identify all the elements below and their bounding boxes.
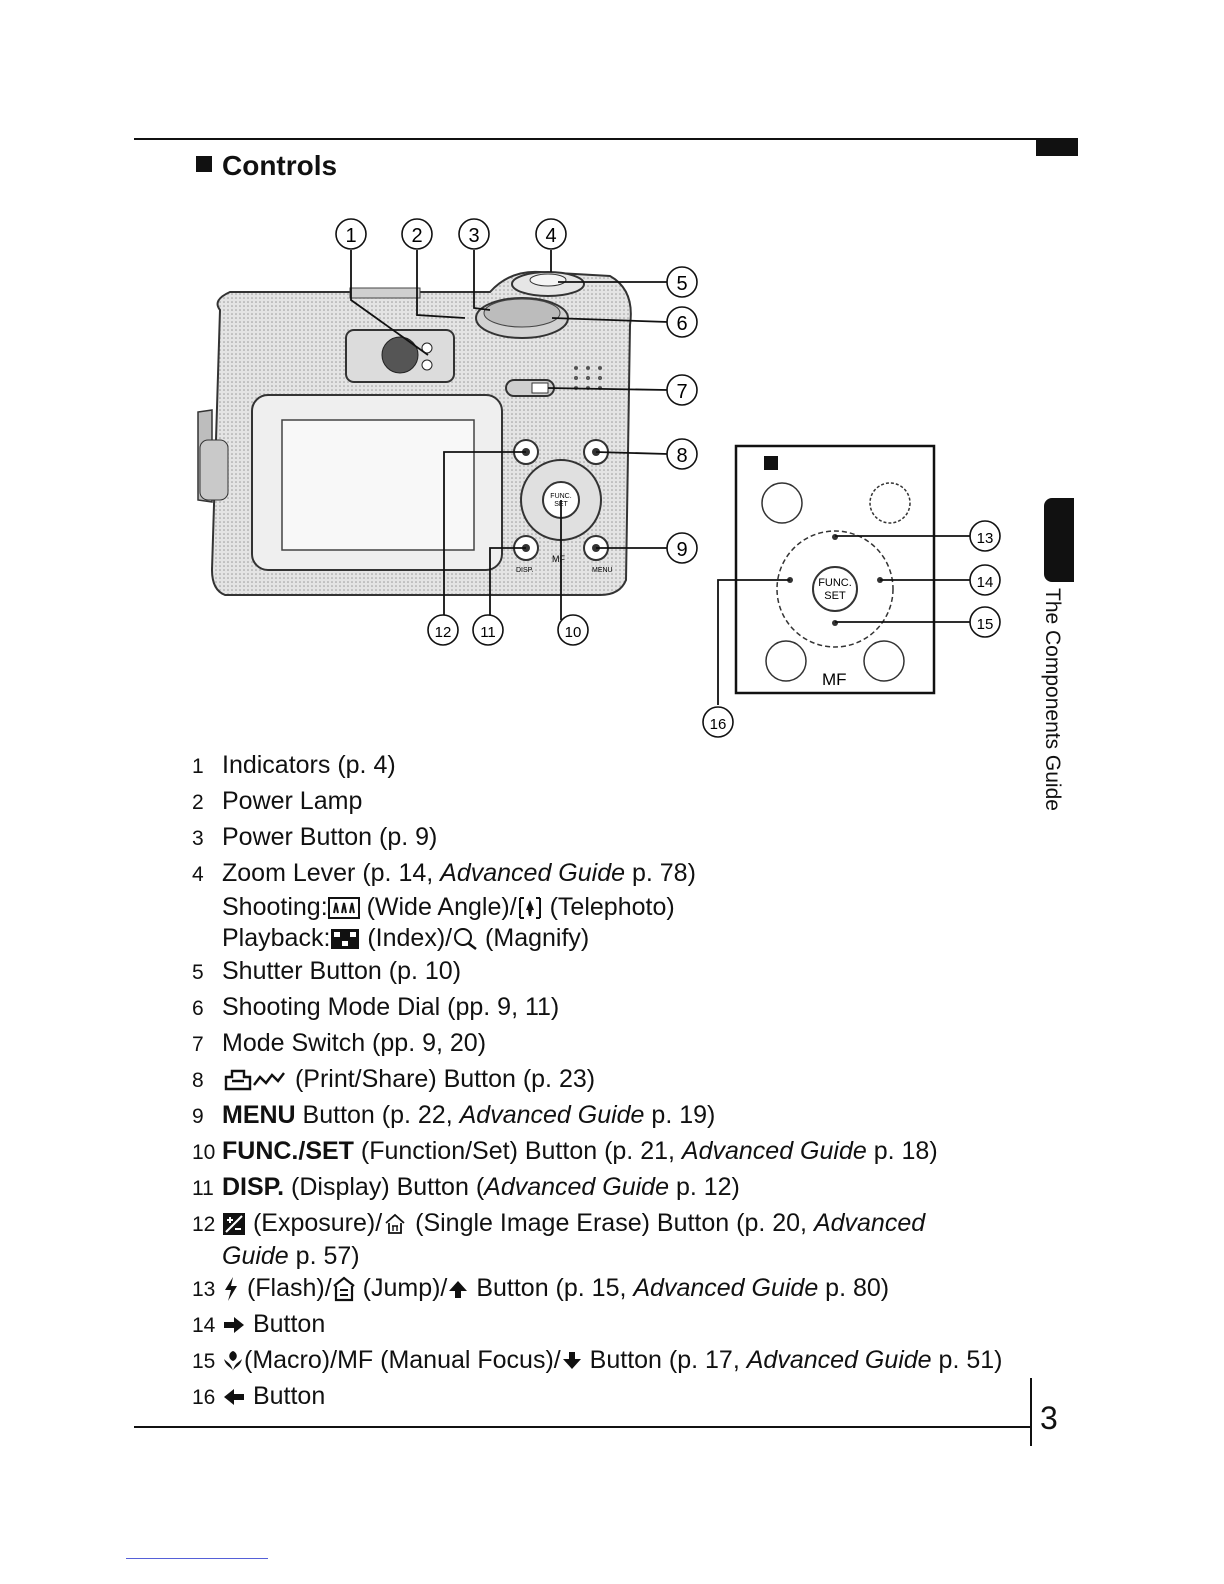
svg-text:MENU: MENU xyxy=(592,567,613,574)
callout-16: 16 xyxy=(702,706,734,738)
erase-icon xyxy=(385,1214,405,1235)
page-number-divider xyxy=(1030,1378,1032,1446)
up-arrow-icon xyxy=(449,1281,468,1299)
svg-text:10: 10 xyxy=(565,624,582,641)
svg-text:3: 3 xyxy=(468,225,479,247)
svg-text:15: 15 xyxy=(977,616,994,633)
svg-text:4: 4 xyxy=(545,225,556,247)
callout-9: 9 xyxy=(666,532,698,564)
svg-text:8: 8 xyxy=(676,445,687,467)
svg-text:6: 6 xyxy=(676,313,687,335)
print-share-icon xyxy=(224,1070,285,1091)
index-icon xyxy=(331,929,360,950)
callout-14: 14 xyxy=(969,564,1001,596)
controller-inset: FUNC. SET MF xyxy=(734,444,936,695)
exposure-icon xyxy=(223,1213,245,1236)
svg-text:9: 9 xyxy=(676,539,687,561)
right-arrow-icon xyxy=(224,1317,244,1334)
callout-4: 4 xyxy=(535,218,567,250)
link-underline[interactable] xyxy=(126,1558,268,1559)
svg-text:2: 2 xyxy=(411,225,422,247)
svg-text:13: 13 xyxy=(977,530,994,547)
top-rule xyxy=(134,138,1078,140)
list-item: 15(Macro)/MF (Manual Focus)/ Button (p. … xyxy=(192,1346,1003,1374)
left-arrow-icon xyxy=(224,1389,244,1406)
callout-10: 10 xyxy=(557,614,589,646)
magnify-icon xyxy=(454,928,477,951)
svg-text:FUNC.: FUNC. xyxy=(818,577,852,589)
svg-text:12: 12 xyxy=(435,624,452,641)
page-number: 3 xyxy=(1040,1400,1058,1436)
page-heading: Controls xyxy=(196,150,337,182)
bottom-rule xyxy=(134,1426,1032,1428)
list-item: 14 Button xyxy=(192,1310,326,1338)
svg-text:FUNC.: FUNC. xyxy=(550,493,571,500)
svg-text:14: 14 xyxy=(977,574,994,591)
wide-angle-icon xyxy=(327,897,360,920)
callout-3: 3 xyxy=(458,218,490,250)
jump-icon xyxy=(333,1276,355,1302)
side-tab-marker xyxy=(1044,498,1074,582)
callout-markers: 1 2 3 4 5 6 7 8 9 10 11 12 13 14 15 16 xyxy=(335,218,1001,738)
callout-8: 8 xyxy=(666,438,698,470)
svg-text:SET: SET xyxy=(824,590,846,602)
square-bullet-icon xyxy=(196,156,212,172)
list-item: 16 Button xyxy=(192,1382,326,1410)
list-item: 8 (Print/Share) Button (p. 23) xyxy=(192,1065,596,1093)
callout-13: 13 xyxy=(969,520,1001,552)
list-item: 12 (Exposure)/ (Single Image Erase) Butt… xyxy=(192,1209,926,1270)
shutter-button xyxy=(529,273,567,287)
svg-text:MF: MF xyxy=(822,670,847,689)
macro-icon xyxy=(224,1351,242,1372)
telephoto-icon xyxy=(518,897,541,920)
down-arrow-icon xyxy=(562,1352,581,1370)
flash-icon xyxy=(225,1277,237,1302)
callout-6: 6 xyxy=(666,306,698,338)
svg-text:DISP.: DISP. xyxy=(516,567,533,574)
callout-11: 11 xyxy=(472,614,504,646)
svg-text:7: 7 xyxy=(676,381,687,403)
top-corner-block xyxy=(1036,140,1078,156)
svg-text:11: 11 xyxy=(480,624,496,641)
camera-back-diagram: FUNC. SET DISP. MENU MF FUNC. SET MF xyxy=(197,218,1001,738)
svg-text:1: 1 xyxy=(345,225,356,247)
callout-2: 2 xyxy=(401,218,433,250)
callout-5: 5 xyxy=(666,266,698,298)
svg-text:5: 5 xyxy=(676,273,687,295)
list-item: 13 (Flash)/ (Jump)/ Button (p. 15, Advan… xyxy=(192,1274,890,1302)
svg-text:MF: MF xyxy=(552,554,565,564)
callout-1: 1 xyxy=(335,218,367,250)
callout-15: 15 xyxy=(969,606,1001,638)
svg-text:16: 16 xyxy=(710,716,727,733)
callout-7: 7 xyxy=(666,374,698,406)
callout-12: 12 xyxy=(427,614,459,646)
